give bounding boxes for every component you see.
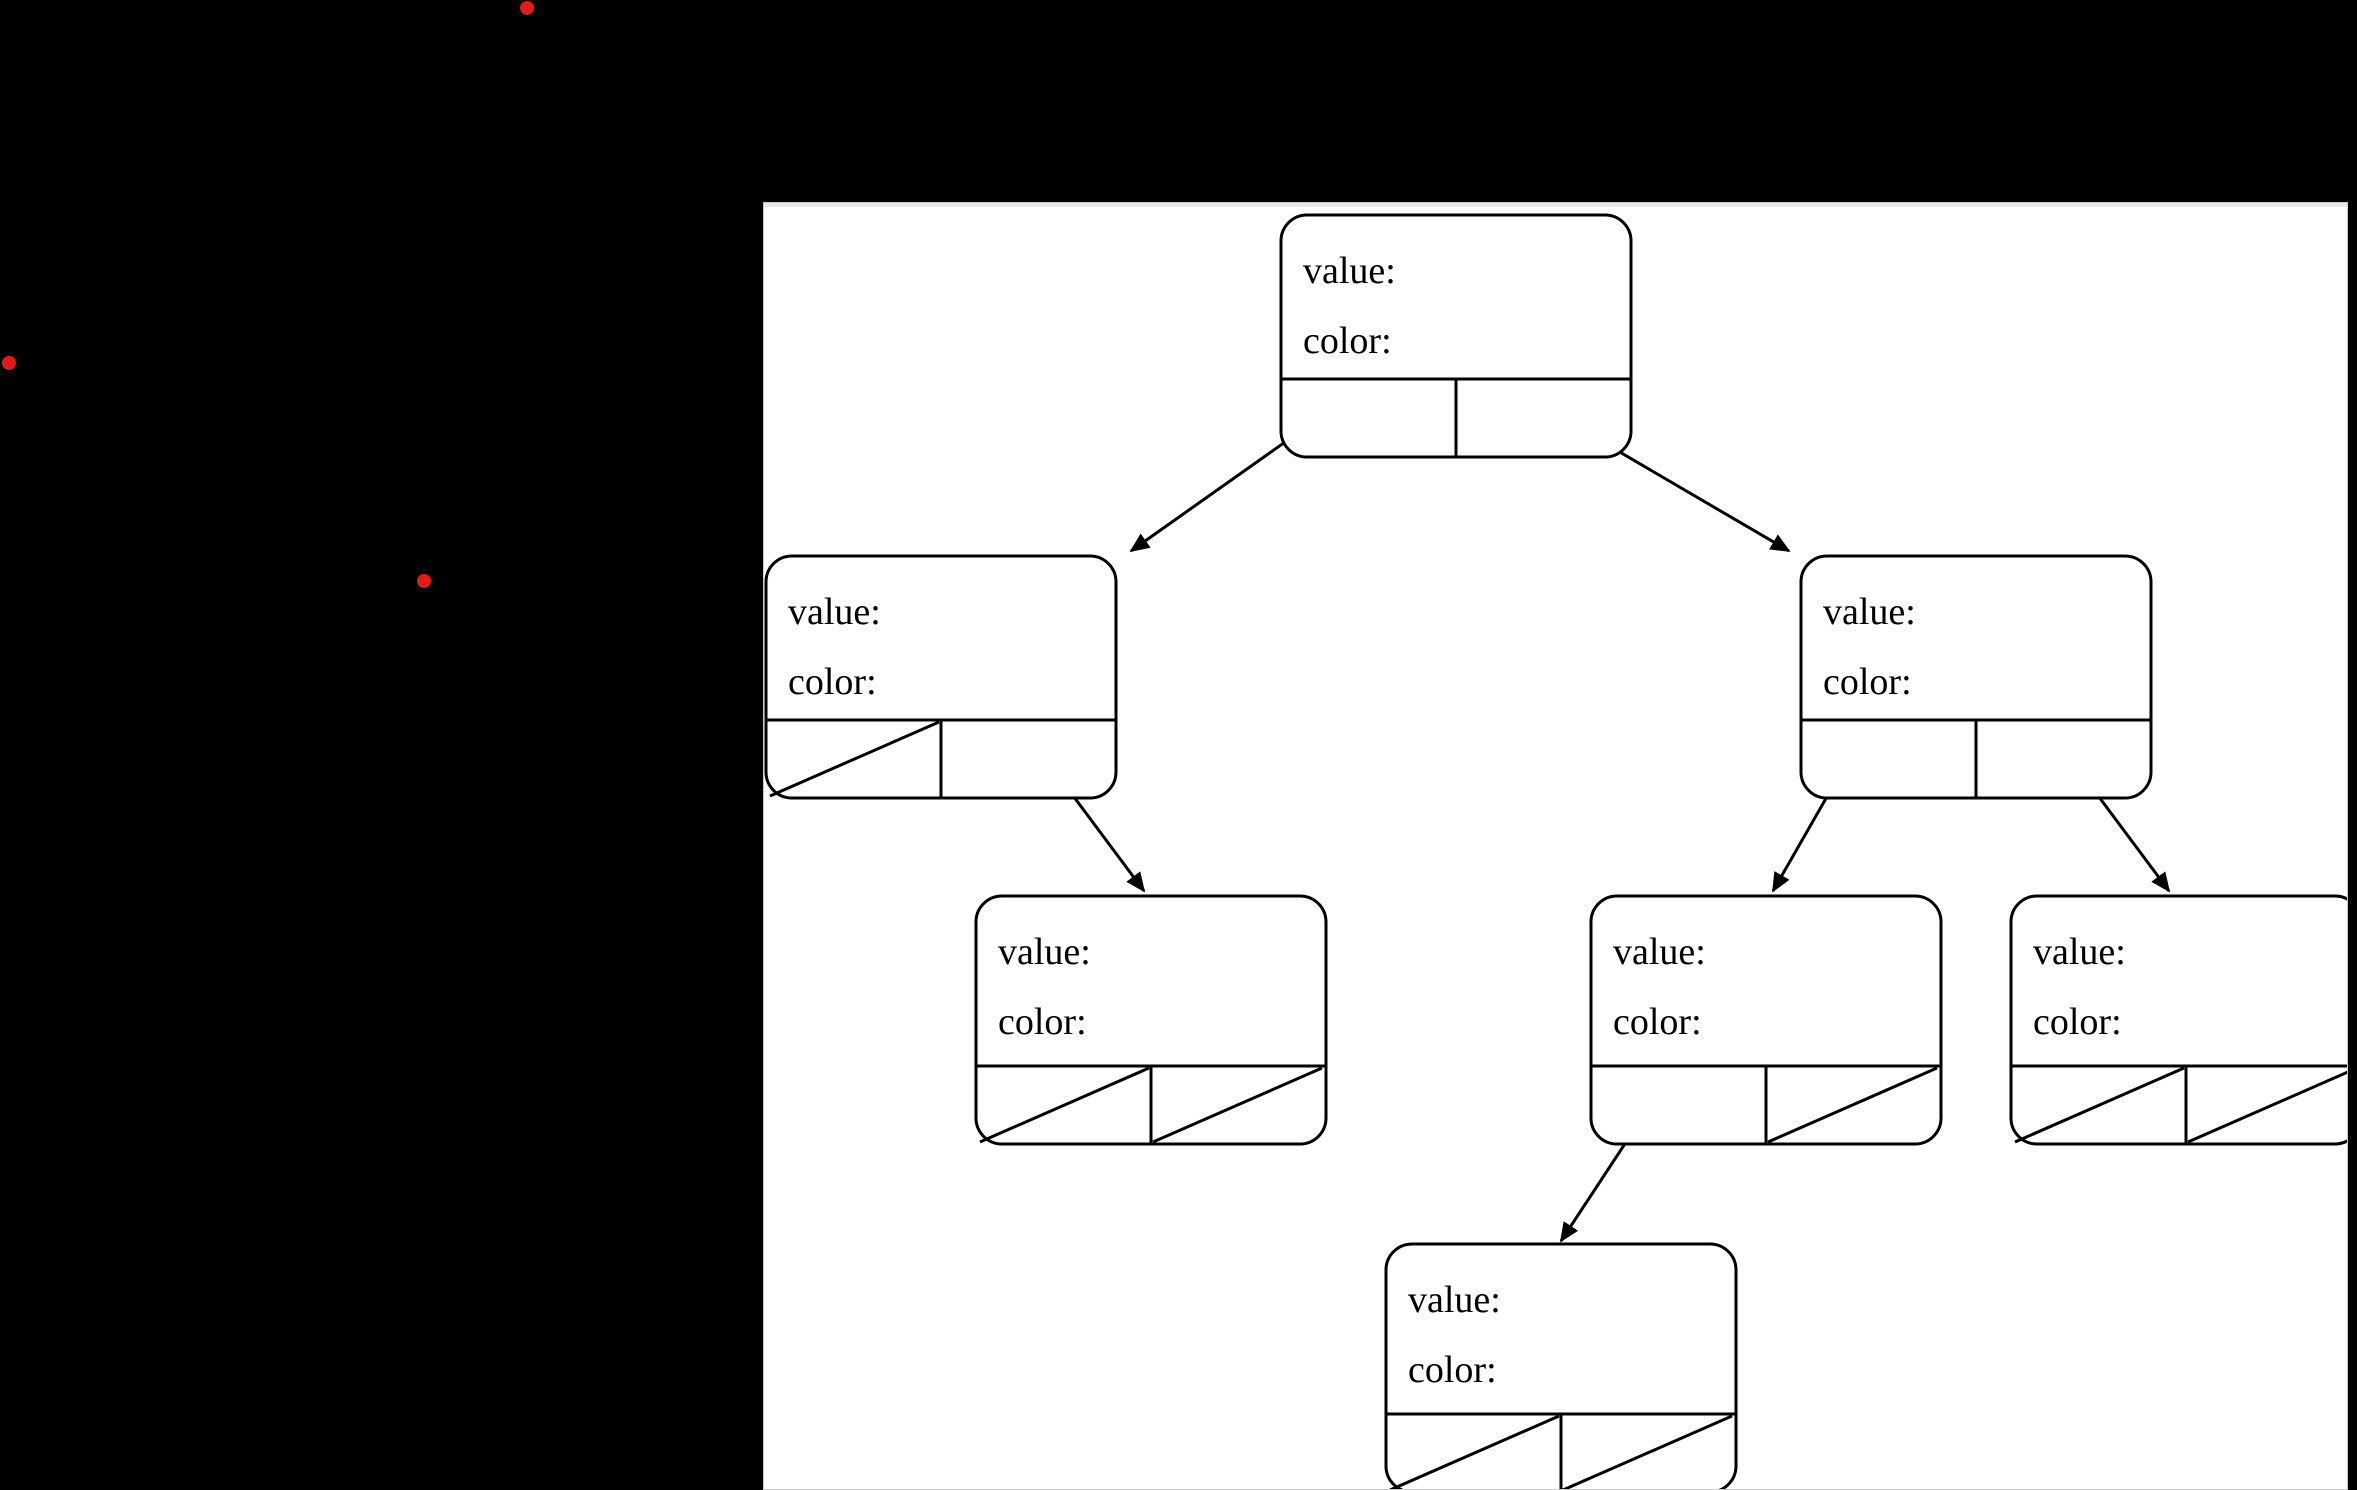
node-value-label: value: bbox=[1303, 250, 1396, 292]
diagram-canvas-panel[interactable]: value:color:value:color:value:color:valu… bbox=[763, 202, 2348, 1490]
node-color-label: color: bbox=[1613, 1001, 1702, 1043]
tree-node-left[interactable]: value: color: bbox=[764, 554, 1118, 800]
tree-node-right-left[interactable]: value: color: bbox=[1589, 894, 1943, 1146]
red-dot-top bbox=[520, 1, 534, 15]
tree-node-root[interactable]: value: color: bbox=[1279, 213, 1633, 459]
node-color-label: color: bbox=[1823, 661, 1912, 703]
node-value-label: value: bbox=[1823, 591, 1916, 633]
nodes-layer: value:color:value:color:value:color:valu… bbox=[764, 213, 2348, 1490]
tree-node-left-right[interactable]: value: color: bbox=[974, 894, 1328, 1146]
node-value-label: value: bbox=[1613, 931, 1706, 973]
node-value-label: value: bbox=[788, 591, 881, 633]
node-color-label: color: bbox=[1408, 1349, 1497, 1391]
node-value-label: value: bbox=[2033, 931, 2126, 973]
panel-top-edge bbox=[764, 203, 2347, 207]
tree-node-right[interactable]: value: color: bbox=[1799, 554, 2153, 800]
tree-node-right-right[interactable]: value: color: bbox=[2009, 894, 2348, 1146]
node-color-label: color: bbox=[998, 1001, 1087, 1043]
node-value-label: value: bbox=[998, 931, 1091, 973]
node-color-label: color: bbox=[2033, 1001, 2122, 1043]
node-color-label: color: bbox=[788, 661, 877, 703]
red-dot-left bbox=[2, 356, 16, 370]
red-dot-middle bbox=[417, 574, 431, 588]
node-value-label: value: bbox=[1408, 1279, 1501, 1321]
binary-tree-diagram: value:color:value:color:value:color:valu… bbox=[764, 213, 2348, 1490]
tree-node-right-left-left[interactable]: value: color: bbox=[1384, 1242, 1738, 1490]
node-color-label: color: bbox=[1303, 320, 1392, 362]
